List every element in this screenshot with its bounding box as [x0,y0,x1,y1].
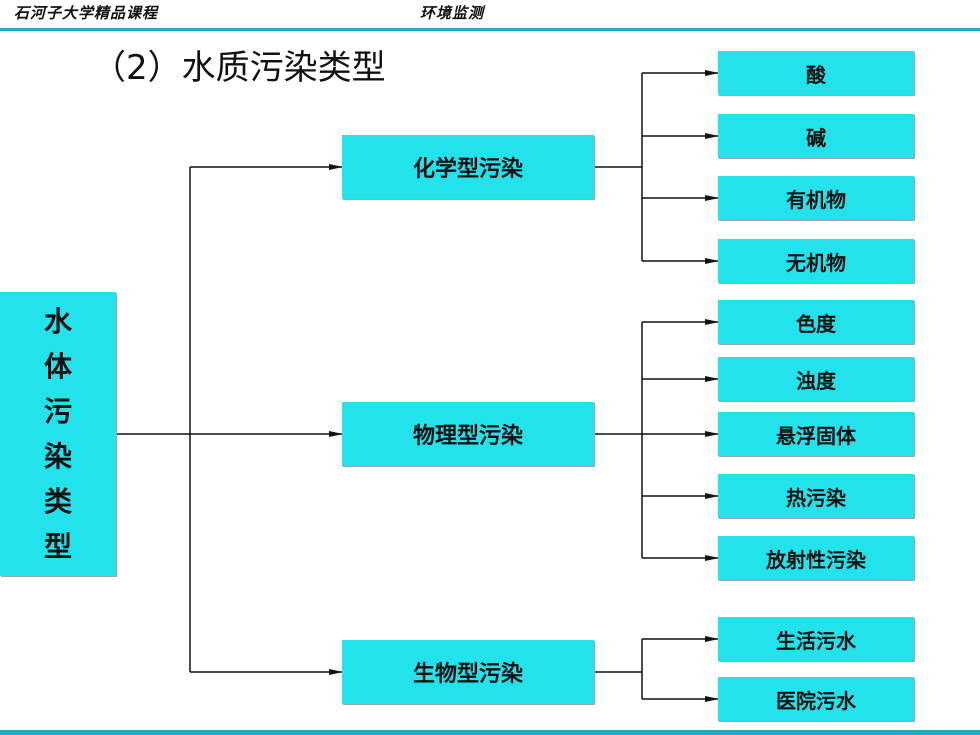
category-biological: 生物型污染 [342,640,594,704]
root-char: 型 [43,530,72,563]
leaf-alkali: 碱 [718,114,914,158]
root-char: 污 [43,395,72,428]
category-physical: 物理型污染 [342,402,594,466]
root-node: 水 体 污 染 类 型 [0,292,116,576]
leaf-organic: 有机物 [718,176,914,220]
root-char: 水 [43,305,72,338]
root-char: 类 [43,485,72,518]
category-chemical: 化学型污染 [342,135,594,199]
subject-name: 环境监测 [420,4,485,22]
leaf-turbidity: 浊度 [718,357,914,401]
root-char: 染 [43,440,72,473]
leaf-hospital-sewage: 医院污水 [718,677,914,721]
leaf-thermal: 热污染 [718,474,914,518]
leaf-domestic-sewage: 生活污水 [718,617,914,661]
course-name: 石河子大学精品课程 [14,4,159,22]
footer-rule [0,730,980,735]
leaf-color: 色度 [718,300,914,344]
leaf-suspended-solids: 悬浮固体 [718,412,914,456]
leaf-acid: 酸 [718,51,914,95]
leaf-inorganic: 无机物 [718,239,914,283]
header-rule [0,28,980,31]
root-char: 体 [43,350,72,383]
page-title: （2）水质污染类型 [92,48,386,88]
leaf-radioactive: 放射性污染 [718,536,914,580]
